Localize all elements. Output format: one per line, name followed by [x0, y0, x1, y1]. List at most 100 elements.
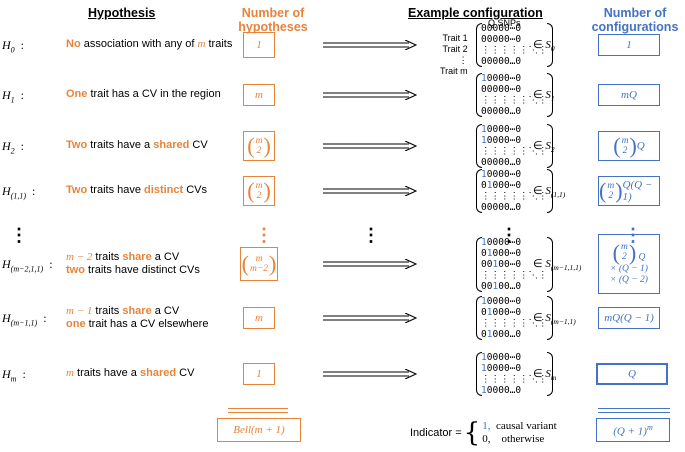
- hypothesis-label: H(1,1) :: [2, 184, 36, 201]
- description-fragment: m − 1: [66, 305, 93, 317]
- indicator-one: 1,: [482, 420, 491, 432]
- hypothesis-label: H1 :: [2, 88, 25, 105]
- total-divider-orange: [228, 408, 288, 413]
- configuration-count-box: mQ(Q − 1): [598, 307, 660, 329]
- hypothesis-count-box: m: [243, 307, 275, 329]
- indicator-label: Indicator =: [410, 427, 462, 439]
- description-fragment: traits: [205, 38, 233, 50]
- snp-label: Q SNPs: [488, 18, 521, 28]
- description-fragment: m: [197, 38, 206, 50]
- configuration-set: ∈ S0: [533, 39, 555, 54]
- implies-arrow: [323, 259, 417, 269]
- matrix-row: ⋮⋮⋮⋮⋮⋱⋮: [481, 146, 548, 157]
- hypothesis-description: Two traits have distinct CVs: [66, 184, 207, 197]
- indicator-one-text: causal variant: [495, 420, 557, 432]
- ellipsis-matrix: ⋮: [500, 225, 518, 245]
- hypothesis-label: Hm :: [2, 367, 26, 384]
- hypothesis-count: m: [255, 312, 263, 324]
- ellipsis-config: ⋮: [624, 225, 642, 245]
- implies-arrow: [323, 40, 417, 50]
- ellipsis-arrow: ⋮: [362, 225, 380, 245]
- implies-arrow: [323, 369, 417, 379]
- configuration-set: ∈ S1: [533, 89, 555, 104]
- indicator-brace: {: [463, 418, 481, 448]
- matrix-row: 00000…0: [481, 106, 522, 117]
- hypothesis-label: H(m−1,1) :: [2, 311, 47, 328]
- config-formula: mQ(Q − 1): [604, 312, 654, 324]
- matrix-row: 10000⋯0: [481, 363, 522, 374]
- matrix-row: ⋮⋮⋮⋮⋮⋱⋮: [481, 269, 548, 281]
- matrix-row: 10000⋯0: [481, 352, 522, 363]
- ellipsis-number: ⋮: [255, 225, 273, 245]
- config-factor: Q(Q − 1): [622, 179, 653, 203]
- trait-label: Trait m: [440, 66, 468, 76]
- description-fragment: Two: [66, 184, 88, 196]
- description-fragment: m: [66, 367, 74, 379]
- trait-label: Trait 1: [442, 33, 468, 43]
- hypothesis-label: H2 :: [2, 139, 25, 156]
- header-example-configuration: Example configuration: [408, 6, 543, 20]
- matrix-row: 01000⋯0: [481, 307, 522, 318]
- description-fragment: CV: [176, 367, 195, 379]
- matrix-row: ⋮⋮⋮⋮⋮⋱⋮: [481, 95, 548, 106]
- description-fragment: traits have a: [87, 139, 154, 151]
- hypothesis-description: Two traits have a shared CV: [66, 139, 208, 152]
- description-fragment: No: [66, 38, 81, 50]
- description-fragment: Two: [66, 139, 88, 151]
- description-fragment: distinct: [144, 184, 184, 196]
- implies-arrow: [323, 313, 417, 323]
- configuration-count-box: Q: [596, 363, 668, 385]
- hypothesis-description: No association with any of m traits: [66, 38, 232, 51]
- matrix-row: 10000⋯0: [481, 169, 522, 180]
- config-formula: 1: [626, 39, 632, 51]
- description-fragment: traits have: [87, 184, 145, 196]
- total-hypotheses-box: Bell(m + 1): [217, 418, 301, 442]
- indicator-cases: 1, causal variant 0, otherwise: [482, 420, 557, 446]
- hypothesis-count: 1: [256, 39, 262, 51]
- description-fragment: association with any of: [80, 38, 198, 50]
- config-factor: Q: [636, 252, 646, 263]
- ellipsis-hypothesis: ⋮: [10, 225, 28, 245]
- matrix-row: 10000⋯0: [481, 296, 522, 307]
- matrix-row: 00000⋯0: [481, 23, 522, 34]
- description-fragment: CV: [189, 139, 208, 151]
- matrix-row: 01000⋯0: [481, 247, 522, 259]
- description-fragment: trait has a CV in the region: [87, 88, 221, 100]
- matrix-row: 10000⋯0: [481, 236, 522, 248]
- configuration-count-box: 1: [598, 34, 660, 56]
- indicator-zero-text: otherwise: [501, 433, 545, 445]
- indicator-zero: 0,: [482, 433, 491, 445]
- total-configurations-box: (Q + 1)m: [596, 418, 670, 442]
- configuration-set: ∈ S2: [533, 140, 555, 155]
- hypothesis-count: 1: [256, 368, 262, 380]
- header-number-of-hypotheses: Number of hypotheses: [238, 6, 308, 34]
- description-fragment: one: [66, 318, 86, 330]
- matrix-row: 00000…0: [481, 157, 522, 168]
- matrix-row: 01000⋯0: [481, 180, 522, 191]
- matrix-row: ⋮⋮⋮⋮⋮⋱⋮: [481, 191, 548, 202]
- header-hypothesis: Hypothesis: [88, 6, 156, 20]
- matrix-row: 01000…0: [481, 329, 522, 340]
- total-divider-blue: [598, 408, 670, 413]
- matrix-row: 00000…0: [481, 202, 522, 213]
- trait-label: Trait 2: [442, 44, 468, 54]
- implies-arrow: [323, 141, 417, 151]
